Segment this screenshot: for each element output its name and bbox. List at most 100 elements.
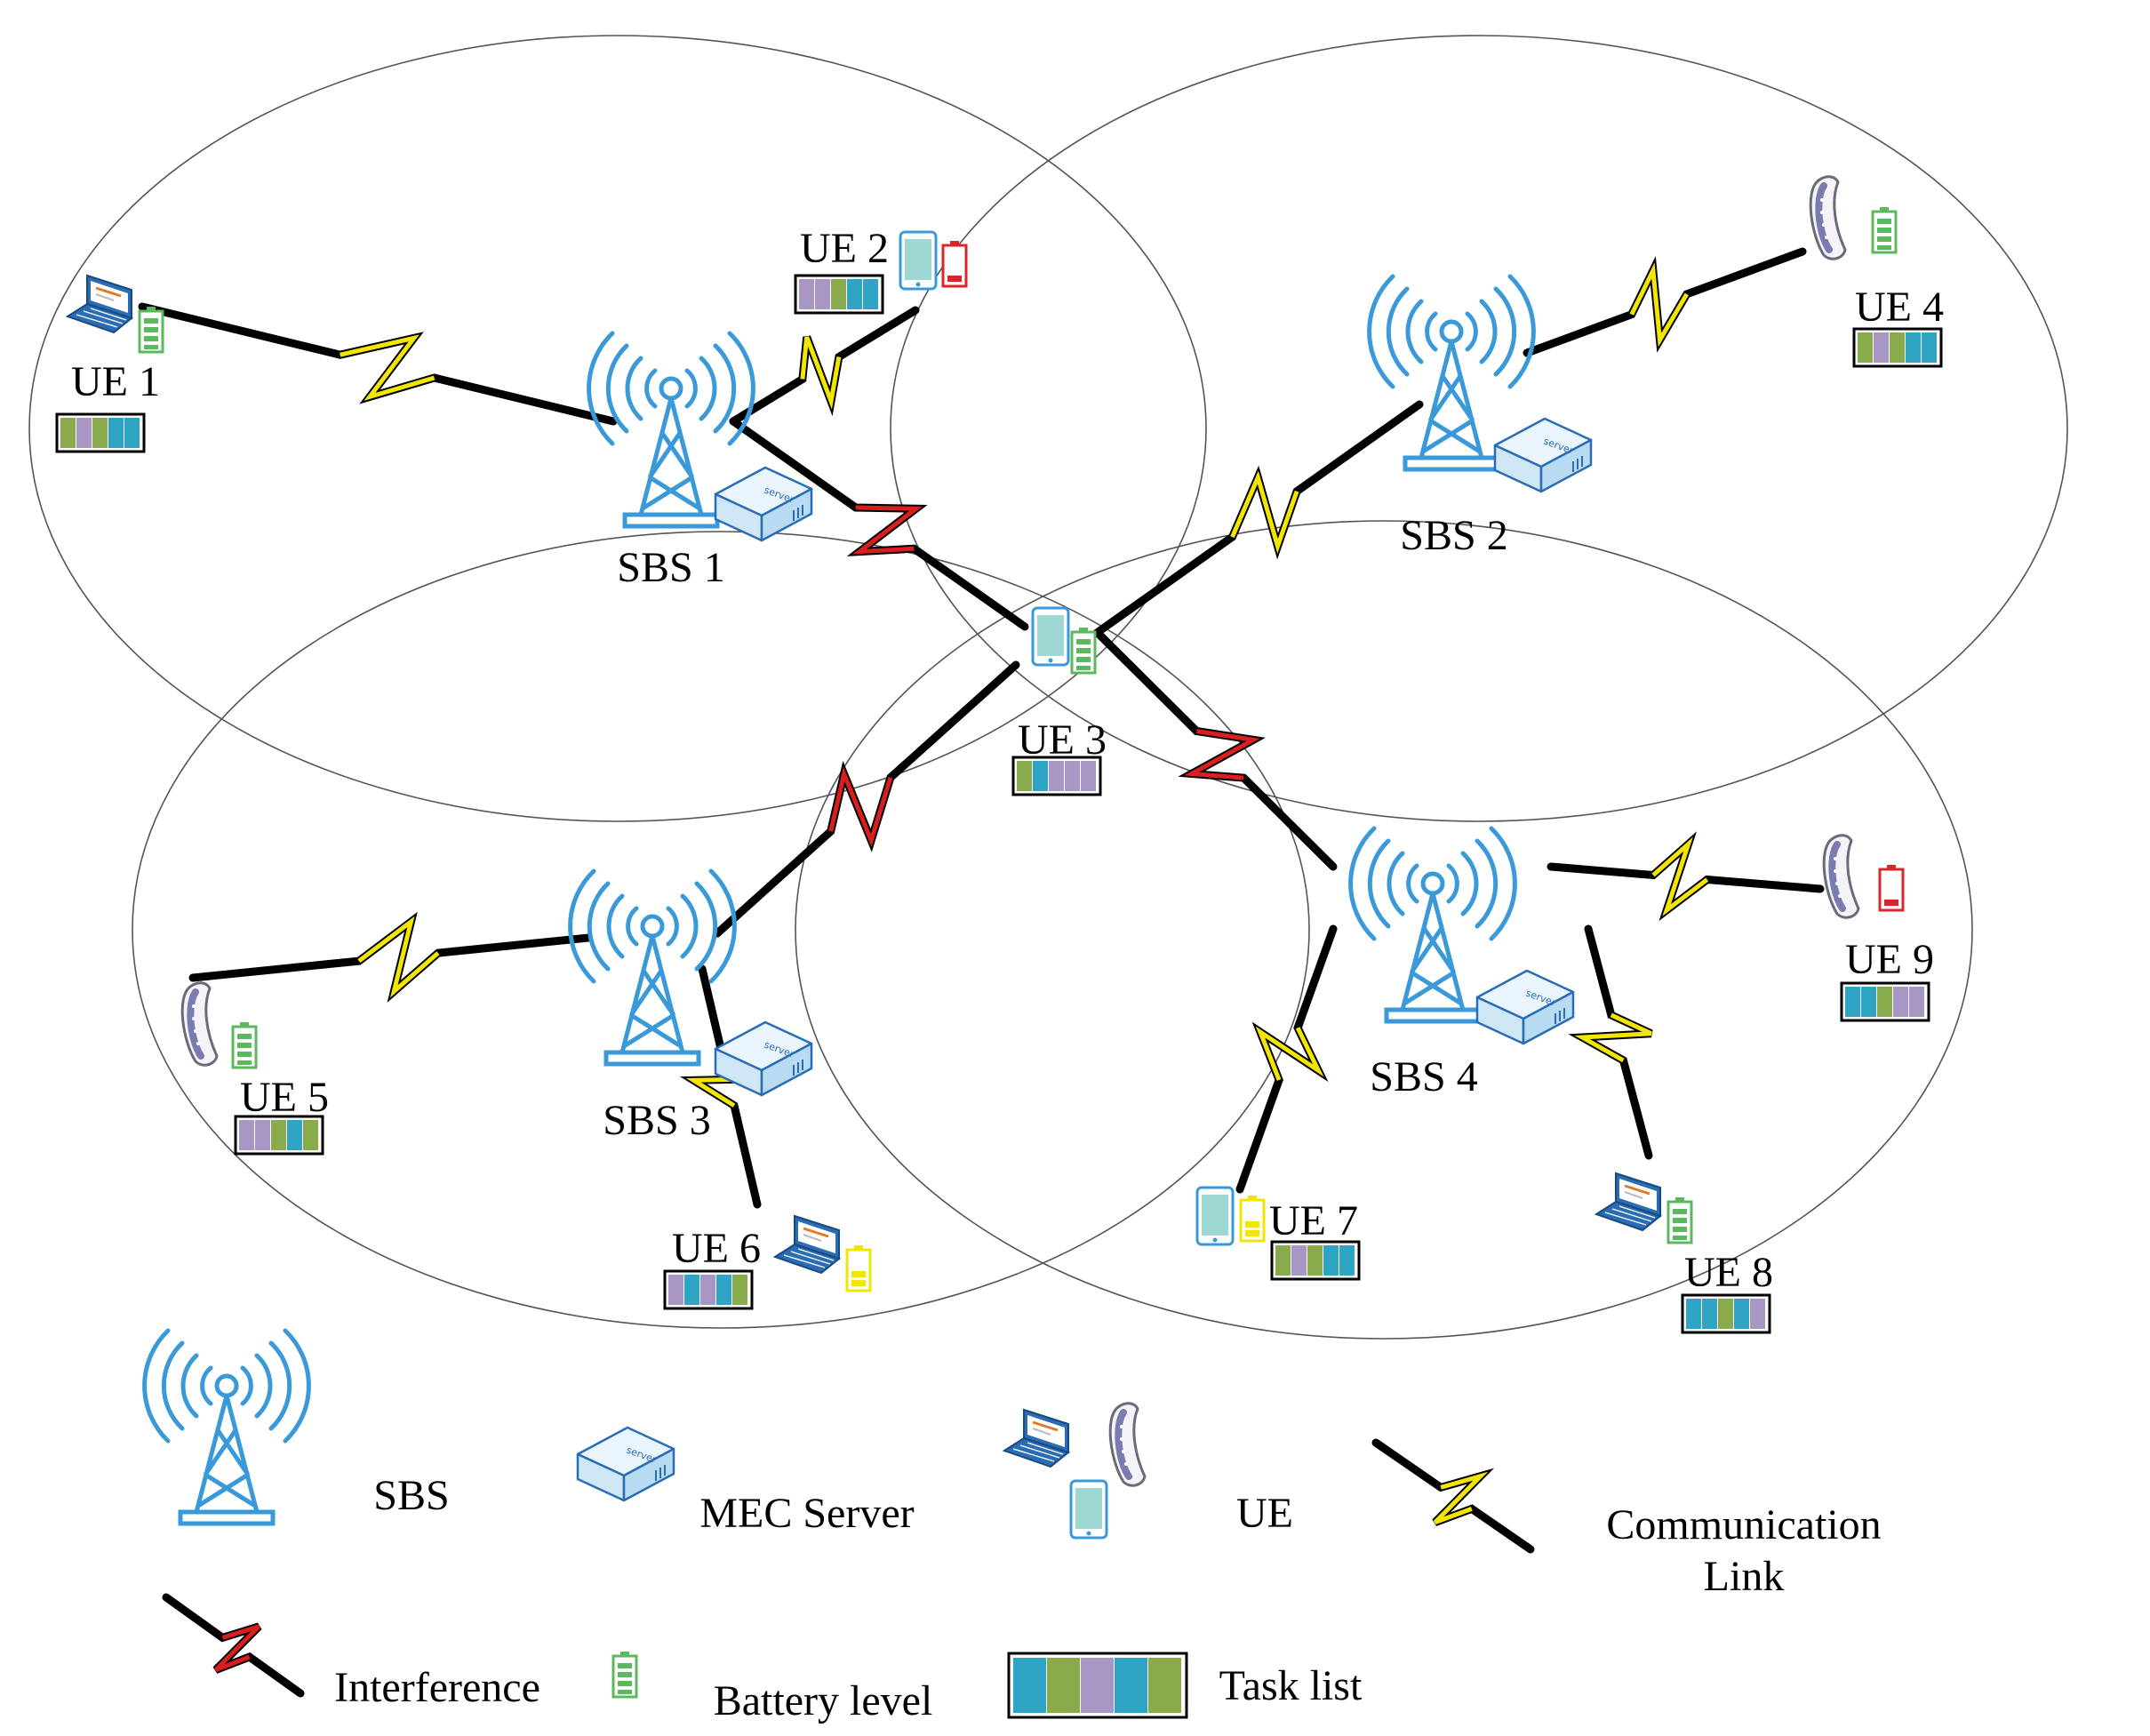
task-list-frame xyxy=(1840,981,1930,1022)
task-cell xyxy=(76,418,92,448)
ue1-laptop-icon[interactable] xyxy=(66,274,133,334)
legend-interference-label: Interference xyxy=(334,1664,540,1711)
ue9-battery-icon xyxy=(1878,863,1905,912)
ue5-wearable-icon[interactable] xyxy=(182,983,217,1066)
legend-server-icon xyxy=(576,1426,675,1502)
sbs1-server-icon[interactable] xyxy=(714,466,813,542)
ue1-task-list xyxy=(55,412,146,453)
ue4-label: UE 4 xyxy=(1855,284,1944,331)
task-cell xyxy=(1013,1658,1046,1713)
sbs4-server-icon[interactable] xyxy=(1475,969,1575,1045)
links xyxy=(138,247,1825,1209)
task-list-frame xyxy=(234,1115,324,1156)
task-cell xyxy=(1906,332,1921,363)
legend-sbs-label: SBS xyxy=(373,1472,449,1519)
task-cell xyxy=(1909,987,1924,1017)
interference-link-ue3-sbs4 xyxy=(1093,628,1338,871)
task-cell xyxy=(1275,1245,1291,1276)
ue3-task-list xyxy=(1011,756,1102,796)
task-list-frame xyxy=(1852,327,1943,368)
task-list-frame xyxy=(794,274,884,315)
ue8-task-list xyxy=(1681,1293,1771,1334)
task-cell xyxy=(668,1275,683,1305)
sbs1-label: SBS 1 xyxy=(617,544,724,591)
sbs3-label: SBS 3 xyxy=(603,1097,710,1144)
interference-link-ue3-sbs3 xyxy=(713,660,1020,938)
ue4-battery-icon xyxy=(1871,205,1898,254)
task-cell xyxy=(1033,761,1048,791)
sbs2-server-icon[interactable] xyxy=(1493,417,1593,493)
ue1-battery-icon xyxy=(138,305,164,354)
task-list-frame xyxy=(1681,1293,1771,1334)
sbs-labels: SBS 1 SBS 2 SBS 3 SBS 4 xyxy=(603,512,1507,1144)
task-cell xyxy=(847,279,862,309)
ue6-laptop-icon[interactable] xyxy=(773,1214,841,1275)
task-cell xyxy=(1877,987,1892,1017)
ue8-label: UE 8 xyxy=(1684,1249,1773,1296)
task-list-frame xyxy=(55,412,146,453)
task-cell xyxy=(684,1275,699,1305)
ue2-label: UE 2 xyxy=(800,225,889,272)
legend-battery-label: Battery level xyxy=(714,1677,933,1724)
legend-communication-line1: Communication xyxy=(1606,1501,1881,1548)
task-cell xyxy=(1858,332,1873,363)
legend-wearable-icon xyxy=(1110,1404,1145,1486)
task-cell xyxy=(124,418,140,448)
legend-communication-bolt xyxy=(1371,1438,1535,1554)
task-cell xyxy=(303,1120,318,1150)
ue1-label: UE 1 xyxy=(71,358,160,405)
ue4-wearable-icon[interactable] xyxy=(1810,177,1845,260)
sbs3-tower-icon[interactable] xyxy=(571,871,735,1064)
ue9-label: UE 9 xyxy=(1845,936,1934,983)
sbs3-server-icon[interactable] xyxy=(714,1020,813,1097)
task-cell xyxy=(799,279,814,309)
legend-battery-icon xyxy=(611,1650,638,1699)
task-cell xyxy=(1291,1245,1307,1276)
ue7-task-list xyxy=(1270,1240,1361,1281)
ue8-battery-icon xyxy=(1666,1196,1693,1244)
task-cell xyxy=(108,418,124,448)
legend-mec-server-label: MEC Server xyxy=(699,1490,914,1537)
task-cell xyxy=(271,1120,286,1150)
task-cell xyxy=(1861,987,1876,1017)
task-cell xyxy=(732,1275,747,1305)
ue5-label: UE 5 xyxy=(240,1074,329,1121)
legend-interference-bolt xyxy=(162,1593,305,1698)
task-list-frame xyxy=(1007,1652,1188,1719)
communication-link-ue2-sbs1 xyxy=(729,306,920,426)
task-cell xyxy=(1874,332,1889,363)
legend-task-list-label: Task list xyxy=(1219,1662,1363,1709)
task-cell xyxy=(1339,1245,1355,1276)
task-cell xyxy=(239,1120,254,1150)
legend-sbs-icon xyxy=(145,1331,309,1524)
task-cell xyxy=(1017,761,1032,791)
interference-link-sbs1-ue3 xyxy=(729,417,1029,631)
ue3-battery-icon xyxy=(1070,626,1097,675)
task-cell xyxy=(1049,761,1064,791)
legend-communication-link-icon xyxy=(1371,1438,1535,1554)
task-cell xyxy=(1148,1658,1181,1713)
sbs-towers xyxy=(571,276,1534,1064)
legend-ue-label: UE xyxy=(1236,1490,1293,1537)
coverage-sbs1 xyxy=(28,35,1207,822)
legend-phone-icon xyxy=(1069,1479,1108,1540)
task-cell xyxy=(716,1275,731,1305)
communication-link-ue4-sbs2 xyxy=(1523,247,1807,357)
ue9-wearable-icon[interactable] xyxy=(1824,836,1858,918)
task-cell xyxy=(92,418,108,448)
task-cell xyxy=(287,1120,302,1150)
ue7-phone-icon[interactable] xyxy=(1195,1186,1235,1246)
ue3-phone-icon[interactable] xyxy=(1031,606,1070,667)
task-cell xyxy=(1081,761,1096,791)
task-cell xyxy=(1115,1658,1147,1713)
task-list-frame xyxy=(1011,756,1102,796)
ue6-task-list xyxy=(663,1269,754,1310)
task-cell xyxy=(1047,1658,1080,1713)
ue2-phone-icon[interactable] xyxy=(899,230,938,291)
communication-link-ue3-sbs2 xyxy=(1092,400,1424,637)
task-cell xyxy=(255,1120,270,1150)
ue7-label: UE 7 xyxy=(1269,1197,1358,1244)
ue2-task-list xyxy=(794,274,884,315)
ue8-laptop-icon[interactable] xyxy=(1595,1172,1662,1232)
ue-devices: UE 1 UE 2 UE 3 UE 4 UE 5 UE 6 UE 7 xyxy=(55,177,1944,1334)
